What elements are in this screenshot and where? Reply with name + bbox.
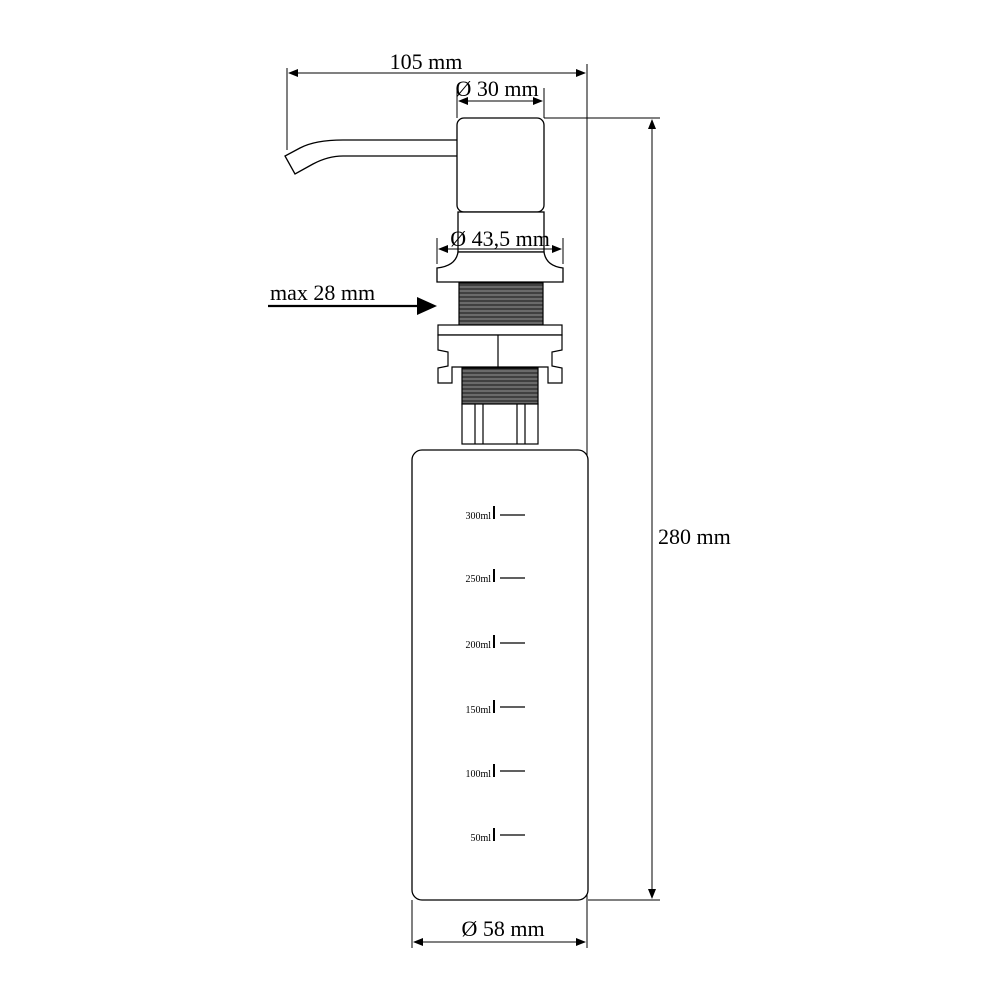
dimension-head-diameter: Ø 30 mm [455,76,545,118]
scale-mark: 200ml [465,635,525,651]
scale-label: 150ml [465,705,491,716]
collar [436,251,564,283]
connector-body [461,403,539,445]
scale-label: 200ml [465,640,491,651]
scale-label: 50ml [470,833,491,844]
lower-thread [461,367,539,405]
nut-body [437,334,563,384]
arrow-head [417,297,437,315]
scale-label: 250ml [465,574,491,585]
scale-label: 300ml [465,511,491,522]
max-thickness-label: max 28 mm [270,280,375,305]
dimension-collar-diameter: Ø 43,5 mm [436,226,564,264]
bottle-scale: 300ml 250ml 200ml 150ml 100ml [465,506,525,844]
spout [284,139,457,175]
total-height-label: 280 mm [658,524,731,549]
collar-diameter-label: Ø 43,5 mm [450,226,550,251]
scale-mark: 300ml [465,506,525,522]
scale-label: 100ml [465,769,491,780]
scale-mark: 100ml [465,764,525,780]
bottle-diameter-label: Ø 58 mm [461,916,544,941]
spout-reach-label: 105 mm [390,49,463,74]
washer [437,324,563,336]
scale-mark: 150ml [465,700,525,716]
head-diameter-label: Ø 30 mm [455,76,538,101]
bottle-connector [461,403,539,445]
upper-thread [458,282,544,326]
dimension-bottle-diameter: Ø 58 mm [411,900,588,948]
collar-flange [436,251,564,283]
dimension-total-height: 280 mm [544,117,731,901]
scale-mark: 50ml [470,828,525,844]
max-thickness-indicator: max 28 mm [268,280,437,315]
bottle [411,449,589,901]
lock-nut [437,324,563,384]
pump-cap [456,117,545,213]
scale-mark: 250ml [465,569,525,585]
